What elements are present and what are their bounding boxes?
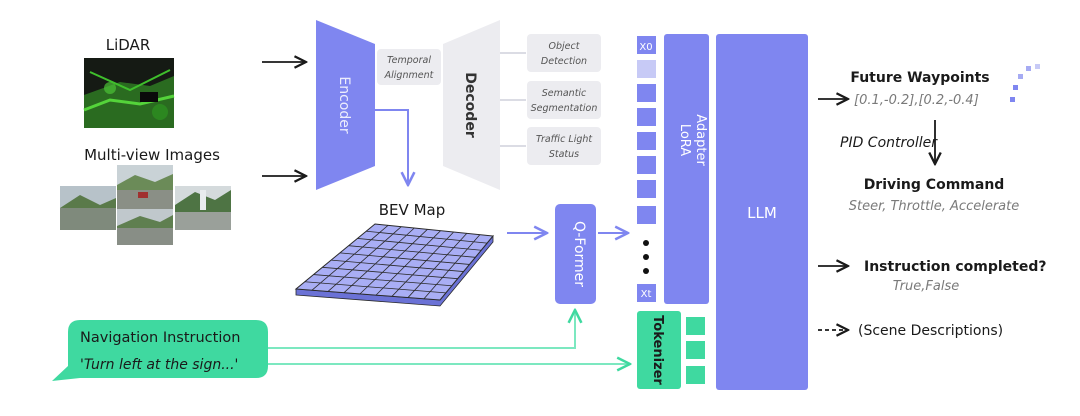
navigation-instruction-bubble: Navigation Instruction 'Turn left at the…: [52, 320, 268, 381]
visual-token: [637, 156, 656, 174]
head-object-detection: Object Detection: [527, 34, 601, 72]
lora-adapter-block: LoRA Adapter: [664, 34, 709, 304]
token-last-label: Xt: [641, 289, 652, 300]
text-token-column: [686, 317, 705, 384]
waypoint-dots-icon: [1010, 64, 1040, 102]
pid-controller-label: PID Controller: [840, 135, 938, 151]
visual-token: [637, 132, 656, 150]
encoder-label: Encoder: [336, 76, 352, 133]
lora-adapter-line2: Adapter: [693, 114, 708, 166]
decoder-label: Decoder: [462, 72, 478, 138]
token-ellipsis: [643, 240, 649, 274]
qformer-block: Q-Former: [555, 204, 596, 304]
llm-block: LLM: [716, 34, 808, 390]
head-traffic-light: Traffic Light Status: [527, 127, 601, 165]
temporal-alignment-line1: Temporal: [387, 55, 431, 66]
head-semantic-segmentation-line2: Segmentation: [531, 103, 598, 114]
head-semantic-segmentation-line1: Semantic: [542, 88, 587, 99]
decoder-block: Decoder: [443, 20, 500, 190]
bev-map-grid: [294, 223, 494, 307]
token-first-label: X0: [639, 42, 652, 53]
scene-descriptions-label: (Scene Descriptions): [858, 323, 1003, 339]
qformer-label: Q-Former: [571, 221, 587, 287]
waypoints-value: [0.1,-0.2],[0.2,-0.4]: [854, 93, 979, 108]
head-traffic-light-line2: Status: [549, 149, 579, 160]
multiview-images: [60, 165, 231, 245]
tokenizer-label: Tokenizer: [650, 315, 665, 385]
visual-token: [637, 108, 656, 126]
waypoints-title: Future Waypoints: [850, 70, 989, 86]
visual-token: [637, 284, 656, 302]
navigation-instruction-title: Navigation Instruction: [80, 330, 240, 346]
decoder-head-connectors: [500, 52, 526, 147]
visual-token: [637, 36, 656, 54]
driving-command-title: Driving Command: [864, 177, 1005, 193]
lidar-image: [83, 58, 175, 128]
temporal-alignment-line2: Alignment: [384, 70, 435, 81]
head-object-detection-line2: Detection: [541, 56, 587, 67]
visual-token: [637, 60, 656, 78]
navigation-instruction-example: 'Turn left at the sign...': [80, 357, 238, 373]
visual-token: [637, 84, 656, 102]
multiview-label: Multi-view Images: [84, 146, 220, 164]
encoder-to-bev-arrow: [375, 109, 408, 185]
visual-token: [637, 206, 656, 224]
encoder-block: Encoder: [316, 20, 375, 190]
instruction-completed-title: Instruction completed?: [864, 259, 1046, 275]
head-semantic-segmentation: Semantic Segmentation: [527, 81, 601, 119]
head-object-detection-line1: Object: [549, 41, 581, 52]
lora-adapter-line1: LoRA: [677, 124, 692, 156]
bev-map-label: BEV Map: [379, 201, 445, 219]
visual-token: [637, 180, 656, 198]
instruction-to-qformer-arrow: [268, 310, 575, 349]
instruction-completed-value: True,False: [893, 279, 959, 294]
tokenizer-block: Tokenizer: [637, 311, 681, 389]
visual-token-column: [637, 36, 656, 302]
head-traffic-light-line1: Traffic Light: [536, 134, 594, 145]
temporal-alignment-box: Temporal Alignment: [377, 49, 441, 85]
driving-command-value: Steer, Throttle, Accelerate: [849, 199, 1020, 214]
llm-label: LLM: [747, 204, 777, 222]
lidar-label: LiDAR: [106, 36, 151, 54]
